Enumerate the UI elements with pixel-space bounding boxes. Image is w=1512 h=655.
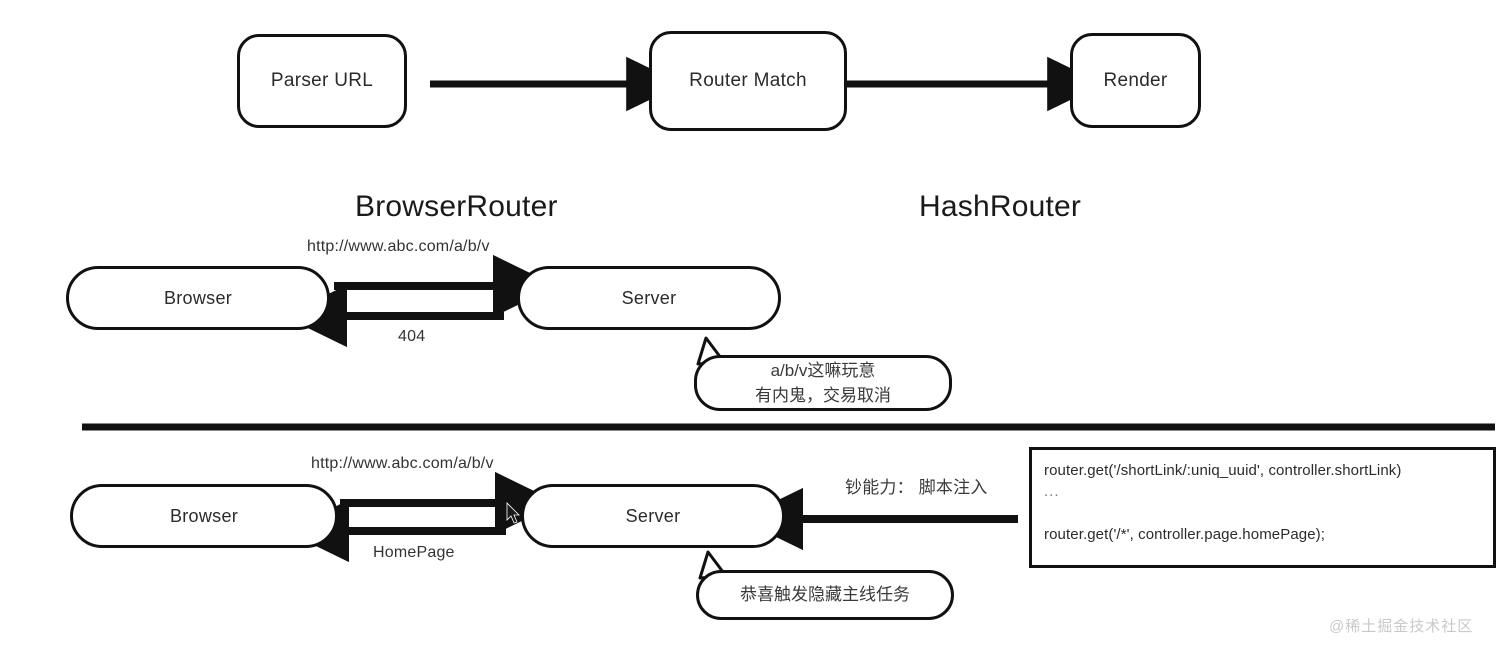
label-response-404: 404 <box>398 328 426 345</box>
speech-bubble-middle: a/b/v这嘛玩意 有内鬼，交易取消 <box>694 355 952 411</box>
code-line-3: router.get('/*', controller.page.homePag… <box>1044 525 1326 543</box>
node-browser-middle[interactable]: Browser <box>66 266 330 330</box>
node-render[interactable]: Render <box>1070 33 1201 128</box>
node-parser-url[interactable]: Parser URL <box>237 34 407 128</box>
node-browser-bottom[interactable]: Browser <box>70 484 338 548</box>
node-browser-middle-label: Browser <box>163 287 233 308</box>
node-router-match-label: Router Match <box>689 70 807 91</box>
speech-bubble-middle-line1: a/b/v这嘛玩意 <box>770 360 876 380</box>
node-router-match[interactable]: Router Match <box>649 31 847 131</box>
mouse-cursor-icon <box>506 502 520 524</box>
speech-bubble-middle-line2: 有内鬼，交易取消 <box>755 386 891 405</box>
section-title-hashrouter: HashRouter <box>919 190 1082 223</box>
node-server-bottom[interactable]: Server <box>521 484 785 548</box>
node-server-middle[interactable]: Server <box>517 266 781 330</box>
label-request-url-middle: http://www.abc.com/a/b/v <box>307 238 490 255</box>
speech-bubble-bottom: 恭喜触发隐藏主线任务 <box>696 570 954 620</box>
code-line-2: ... <box>1044 483 1060 501</box>
label-response-homepage: HomePage <box>373 544 455 561</box>
speech-bubble-bottom-line1: 恭喜触发隐藏主线任务 <box>740 585 910 605</box>
node-browser-bottom-label: Browser <box>169 505 239 526</box>
code-block-router[interactable]: router.get('/shortLink/:uniq_uuid', cont… <box>1029 447 1496 568</box>
watermark: @稀土掘金技术社区 <box>1329 618 1474 635</box>
node-server-middle-label: Server <box>621 287 677 308</box>
label-request-url-bottom: http://www.abc.com/a/b/v <box>311 455 494 472</box>
node-render-label: Render <box>1103 69 1168 91</box>
code-line-1: router.get('/shortLink/:uniq_uuid', cont… <box>1044 462 1402 479</box>
node-parser-url-label: Parser URL <box>270 70 374 91</box>
node-server-bottom-label: Server <box>625 505 681 526</box>
label-script-injection: 钞能力： 脚本注入 <box>845 478 988 497</box>
section-title-browserrouter: BrowserRouter <box>355 190 558 223</box>
